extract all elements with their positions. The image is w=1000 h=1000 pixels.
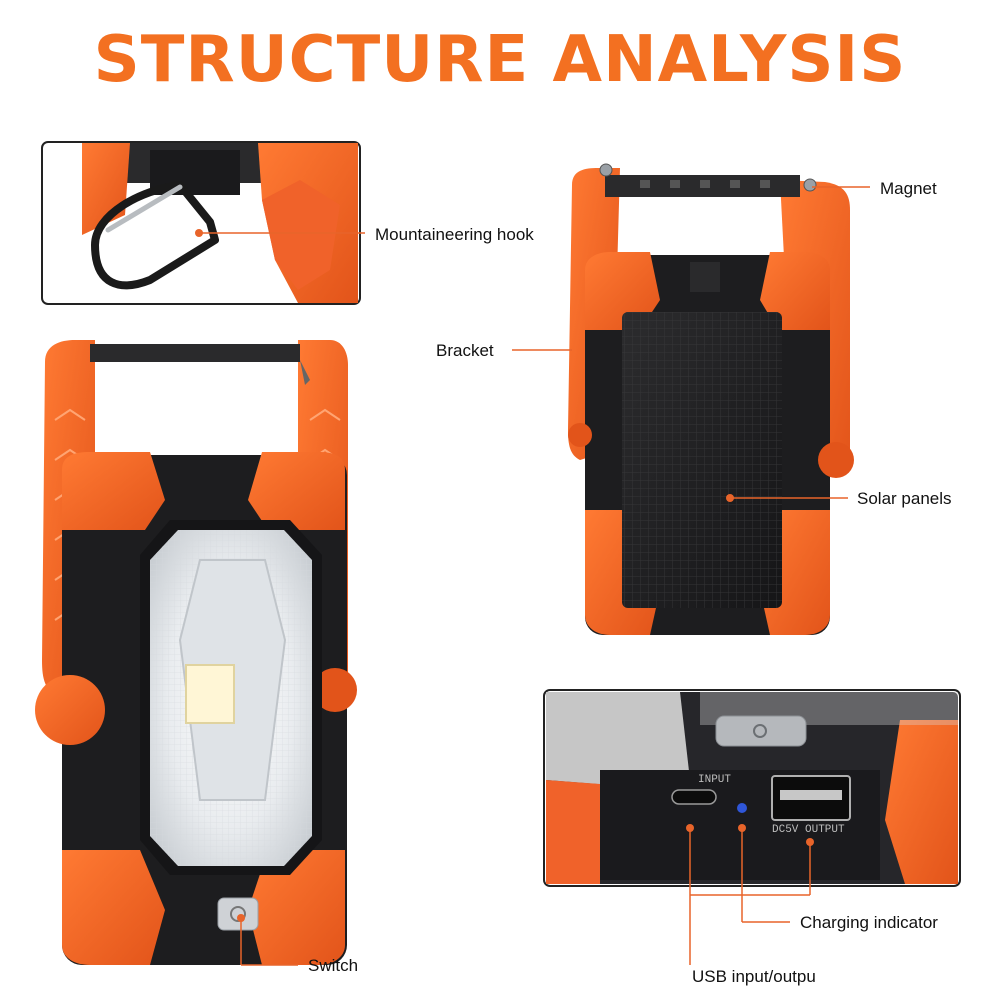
switch-label: Switch xyxy=(308,956,359,975)
magnet-icon xyxy=(599,163,613,177)
output-port-label: DC5V OUTPUT xyxy=(772,824,845,836)
carabiner-icon xyxy=(91,181,219,290)
ports-inset: INPUT DC5V OUTPUT xyxy=(543,689,961,887)
cob-led xyxy=(185,664,235,724)
power-switch xyxy=(217,897,259,931)
lamp-front xyxy=(35,340,357,965)
charging-led xyxy=(737,803,747,813)
page-title: STRUCTURE ANALYSIS xyxy=(93,23,907,97)
type-c-port xyxy=(671,789,717,805)
solar-panels-label: Solar panels xyxy=(857,489,952,508)
bracket-label: Bracket xyxy=(436,341,494,360)
lamp-back xyxy=(568,163,854,635)
input-port-label: INPUT xyxy=(698,774,731,786)
charging-indicator-label: Charging indicator xyxy=(800,913,938,932)
leader-lines xyxy=(199,186,870,966)
magnet-label: Magnet xyxy=(880,179,937,198)
power-icon xyxy=(753,724,767,738)
hook-label: Mountaineering hook xyxy=(375,225,534,244)
power-icon xyxy=(230,906,246,922)
power-button xyxy=(715,715,807,747)
usb-port-label: USB input/outpu xyxy=(692,967,816,986)
hook-inset xyxy=(41,141,361,305)
